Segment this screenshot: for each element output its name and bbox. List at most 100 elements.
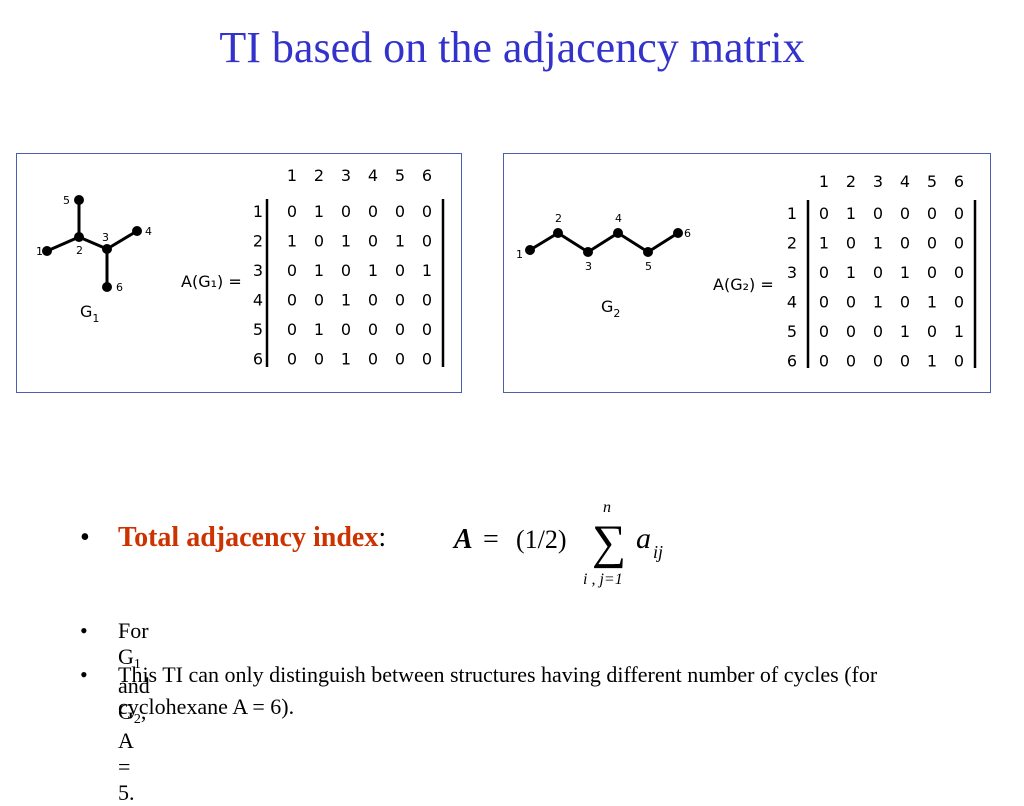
matrix-col-header: 6 — [422, 166, 432, 185]
matrix-cell: 0 — [954, 293, 964, 312]
matrix-cell: 0 — [314, 291, 324, 310]
matrix-row-header: 2 — [253, 232, 263, 251]
matrix-label: A(G₂) = — [713, 275, 774, 294]
matrix-cell: 1 — [927, 352, 937, 371]
vertex-label: 6 — [684, 227, 691, 240]
matrix-cell: 0 — [900, 204, 910, 223]
matrix-col-header: 3 — [341, 166, 351, 185]
vertex-6 — [673, 228, 683, 238]
matrix-col-header: 3 — [873, 172, 883, 191]
bullet-text: Total adjacency index: — [118, 522, 386, 554]
edge-3-4 — [587, 231, 619, 254]
matrix-cell: 1 — [341, 350, 351, 369]
vertex-label: 6 — [116, 281, 123, 294]
matrix-cell: 0 — [368, 232, 378, 251]
matrix-cell: 0 — [314, 232, 324, 251]
matrix-cell: 1 — [900, 322, 910, 341]
matrix-cell: 1 — [873, 234, 883, 253]
edge-1-2 — [529, 231, 559, 252]
matrix-cell: 0 — [846, 293, 856, 312]
matrix-cell: 0 — [395, 261, 405, 280]
matrix-col-header: 1 — [287, 166, 297, 185]
matrix-cell: 0 — [819, 263, 829, 282]
vertex-label: 3 — [102, 231, 109, 244]
matrix-cell: 0 — [819, 352, 829, 371]
matrix-cell: 0 — [900, 293, 910, 312]
vertex-label: 5 — [645, 260, 652, 273]
vertex-4 — [132, 226, 142, 236]
matrix-row-header: 5 — [787, 322, 797, 341]
matrix-cell: 0 — [927, 234, 937, 253]
matrix-row-header: 3 — [787, 263, 797, 282]
edge-2-3 — [557, 231, 589, 254]
matrix-cell: 0 — [819, 293, 829, 312]
matrix-cell: 0 — [954, 234, 964, 253]
vertex-label: 3 — [585, 260, 592, 273]
matrix-cell: 0 — [287, 291, 297, 310]
bullet-text: This TI can only distinguish between str… — [118, 662, 878, 719]
matrix-row-header: 1 — [253, 202, 263, 221]
matrix-cell: 0 — [846, 352, 856, 371]
matrix-cell: 0 — [422, 202, 432, 221]
matrix-cell: 1 — [368, 261, 378, 280]
matrix-cell: 0 — [341, 261, 351, 280]
matrix-cell: 1 — [287, 232, 297, 251]
vertex-label: 2 — [76, 244, 83, 257]
vertex-2 — [74, 232, 84, 242]
matrix-cell: 1 — [341, 232, 351, 251]
matrix-cell: 0 — [287, 320, 297, 339]
matrix-cell: 1 — [314, 202, 324, 221]
matrix-cell: 0 — [287, 261, 297, 280]
matrix-cell: 0 — [873, 322, 883, 341]
matrix-row-header: 5 — [253, 320, 263, 339]
matrix-row-header: 2 — [787, 234, 797, 253]
matrix-row-header: 4 — [787, 293, 797, 312]
matrix-cell: 0 — [873, 263, 883, 282]
matrix-cell: 0 — [395, 350, 405, 369]
formula-term: a — [636, 522, 651, 555]
matrix-cell: 0 — [422, 291, 432, 310]
matrix-cell: 0 — [341, 202, 351, 221]
graph-name: G2 — [601, 297, 620, 320]
matrix-row-header: 3 — [253, 261, 263, 280]
vertex-3 — [583, 247, 593, 257]
matrix-cell: 1 — [846, 204, 856, 223]
vertex-label: 1 — [36, 245, 43, 258]
vertex-label: 1 — [516, 248, 523, 261]
matrix-cell: 0 — [900, 234, 910, 253]
formula-lhs: A — [452, 524, 473, 555]
vertex-3 — [102, 244, 112, 254]
matrix-cell: 0 — [873, 352, 883, 371]
matrix-cell: 0 — [900, 352, 910, 371]
edge-4-5 — [617, 231, 649, 254]
matrix-col-header: 5 — [927, 172, 937, 191]
matrix-col-header: 6 — [954, 172, 964, 191]
matrix-cell: 0 — [927, 322, 937, 341]
formula-equals: = — [483, 524, 499, 555]
matrix-col-header: 4 — [900, 172, 910, 191]
matrix-col-header: 4 — [368, 166, 378, 185]
matrix-cell: 1 — [900, 263, 910, 282]
matrix-cell: 1 — [954, 322, 964, 341]
matrix-row-header: 4 — [253, 291, 263, 310]
matrix-cell: 0 — [954, 352, 964, 371]
edge-5-6 — [647, 231, 679, 254]
matrix-cell: 0 — [368, 350, 378, 369]
matrix-cell: 0 — [819, 322, 829, 341]
vertex-1 — [525, 245, 535, 255]
matrix-cell: 0 — [846, 234, 856, 253]
matrix-cell: 0 — [954, 204, 964, 223]
matrix-row-header: 6 — [787, 352, 797, 371]
formula-coefficient: (1/2) — [516, 525, 567, 554]
matrix-cell: 0 — [954, 263, 964, 282]
graph-name: G1 — [80, 302, 99, 325]
matrix-cell: 0 — [819, 204, 829, 223]
formula: A = (1/2) ∑ n i , j=1 a ij — [452, 499, 663, 588]
matrix-cell: 0 — [422, 350, 432, 369]
bullet-symbol: • — [80, 662, 88, 687]
sum-symbol: ∑ — [592, 516, 626, 569]
term-colon: : — [378, 522, 387, 553]
matrix-cell: 0 — [846, 322, 856, 341]
matrix-cell: 1 — [395, 232, 405, 251]
